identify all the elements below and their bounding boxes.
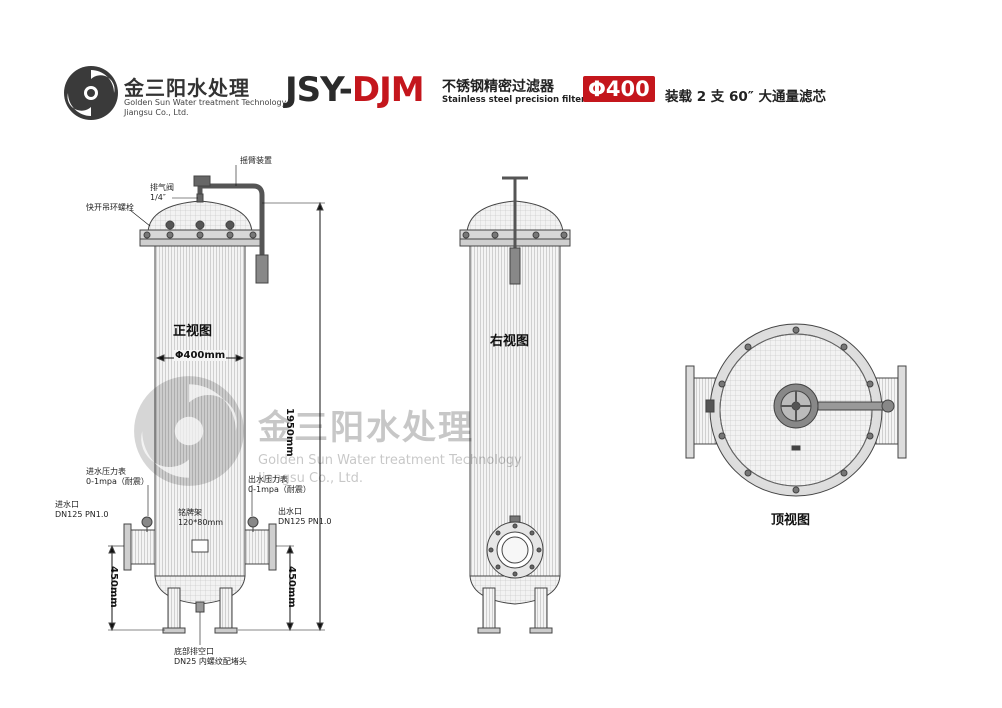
nameplate-label-2: 120*80mm bbox=[178, 518, 224, 527]
model-prefix: JSY- bbox=[285, 70, 353, 110]
top-view-label: 顶视图 bbox=[771, 513, 811, 528]
golden-sun-logo-icon bbox=[64, 66, 118, 120]
company-logo bbox=[62, 64, 120, 126]
height-dimension: 1950mm bbox=[284, 408, 295, 457]
outlet-label-2: DN125 PN1.0 bbox=[278, 517, 332, 526]
side-view-label: 右视图 bbox=[490, 334, 530, 349]
product-title-cn: 不锈钢精密过滤器 bbox=[442, 79, 554, 95]
inlet-height-dimension: 450mm bbox=[108, 566, 119, 608]
vent-valve-label-2: 1/4″ bbox=[150, 193, 166, 202]
diameter-dimension: Φ400mm bbox=[174, 350, 227, 361]
vent-valve-label-1: 排气阀 bbox=[150, 183, 174, 192]
product-title-en: Stainless steel precision filter bbox=[442, 95, 586, 105]
front-body bbox=[154, 245, 246, 577]
company-name-en-line2: Jiangsu Co., Ltd. bbox=[124, 108, 189, 117]
outlet-height-dimension: 450mm bbox=[286, 566, 297, 608]
rocker-arm-label: 摇臂装置 bbox=[240, 156, 272, 165]
outlet-label-1: 出水口 bbox=[278, 507, 302, 516]
nameplate-label-1: 铭牌架 bbox=[178, 508, 202, 517]
company-name-cn: 金三阳水处理 bbox=[124, 76, 250, 100]
diameter-badge: Φ400 bbox=[583, 76, 655, 102]
drain-label-1: 底部排空口 bbox=[174, 647, 214, 656]
model-number: JSY-DJM bbox=[285, 70, 425, 110]
rocker-arm-counterweight bbox=[255, 254, 269, 284]
bottom-drain bbox=[195, 601, 205, 613]
inlet-label-2: DN125 PN1.0 bbox=[55, 510, 109, 519]
clamp-bolt-label: 快开吊环螺栓 bbox=[86, 203, 134, 212]
capacity-text: 装载 2 支 60″ 大通量滤芯 bbox=[665, 89, 827, 105]
outlet-gauge-label-1: 出水压力表 bbox=[248, 475, 288, 484]
outlet-gauge bbox=[247, 516, 259, 528]
watermark-company-en-line1: Golden Sun Water treatment Technology bbox=[258, 453, 522, 468]
watermark-company-cn: 金三阳水处理 bbox=[258, 408, 474, 448]
inlet-pipe bbox=[129, 529, 156, 565]
inlet-gauge-label-2: 0-1mpa（耐震） bbox=[86, 477, 149, 486]
outlet-flange bbox=[268, 523, 277, 571]
outlet-pipe bbox=[244, 529, 271, 565]
handwheel bbox=[193, 175, 211, 187]
drain-label-2: DN25 内螺纹配堵头 bbox=[174, 657, 247, 666]
top-view bbox=[685, 323, 907, 497]
side-view bbox=[459, 176, 571, 634]
inlet-gauge bbox=[141, 516, 153, 528]
front-view-label: 正视图 bbox=[173, 324, 213, 339]
outlet-gauge-label-2: 0-1mpa（耐震） bbox=[248, 485, 311, 494]
watermark-company-en-line2: Jiangsu Co., Ltd. bbox=[258, 471, 363, 486]
company-name-en-line1: Golden Sun Water treatment Technology bbox=[124, 98, 287, 107]
front-lower-flange bbox=[139, 238, 261, 247]
inlet-flange bbox=[123, 523, 132, 571]
inlet-gauge-label-1: 进水压力表 bbox=[86, 467, 126, 476]
nameplate-holder bbox=[191, 539, 209, 553]
model-accent: DJM bbox=[351, 70, 425, 110]
inlet-label-1: 进水口 bbox=[55, 500, 79, 509]
front-view bbox=[108, 165, 325, 645]
watermark-logo-icon bbox=[134, 376, 244, 486]
